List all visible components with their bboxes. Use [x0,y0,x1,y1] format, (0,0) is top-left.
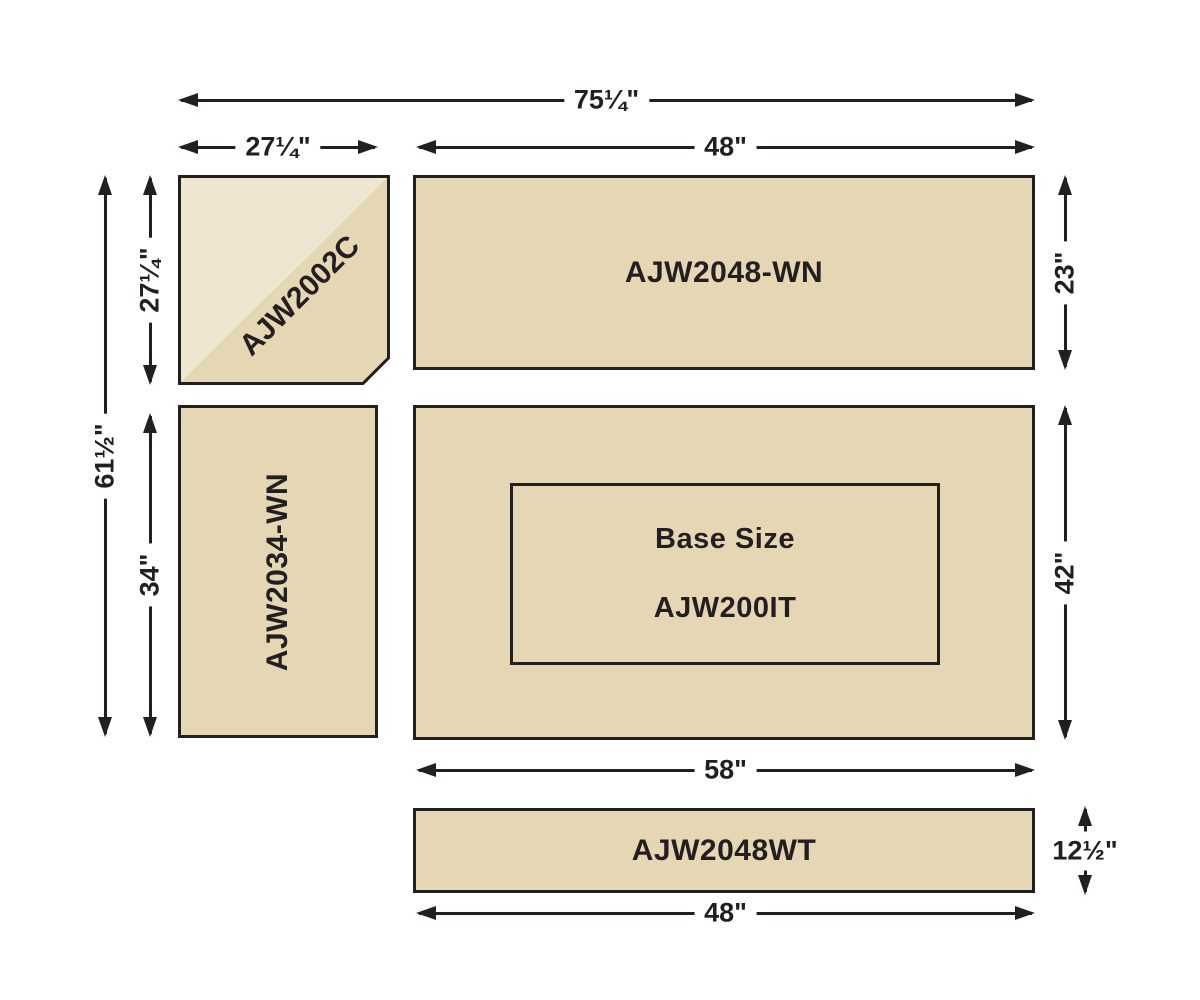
arrowhead-right-icon [1015,763,1035,777]
dimension-label: 48" [694,130,757,164]
left-panel-label: AJW2034-WN [261,472,294,671]
base-panel-shape: Base Size AJW200IT [413,405,1035,740]
arrowhead-up-icon [143,175,157,195]
arrowhead-down-icon [143,365,157,385]
top-panel-label: AJW2048-WN [624,255,824,289]
top-panel-shape: AJW2048-WN [413,175,1035,370]
arrowhead-left-icon [178,93,198,107]
arrowhead-right-icon [1015,140,1035,154]
dimension-label: 42" [1048,541,1082,604]
arrowhead-up-icon [143,413,157,433]
dimension-label: 48" [694,896,757,930]
arrowhead-down-icon [1058,350,1072,370]
corner-piece-shape: AJW2002C [178,175,390,385]
arrowhead-up-icon [1058,405,1072,425]
arrowhead-left-icon [416,140,436,154]
dimension-label: 27¼" [133,237,167,323]
arrowhead-up-icon [1078,806,1092,826]
dim-bottom-height: 12½" [1048,806,1122,895]
dim-corner-height: 27¼" [133,175,167,385]
dimension-label: 27¼" [235,130,321,164]
arrowhead-right-icon [1015,906,1035,920]
arrowhead-up-icon [1058,175,1072,195]
dimension-label: 23" [1048,241,1082,304]
arrowhead-right-icon [1015,93,1035,107]
arrowhead-right-icon [358,140,378,154]
arrowhead-left-icon [416,763,436,777]
dim-base-height: 42" [1048,405,1082,740]
arrowhead-left-icon [178,140,198,154]
dim-bottom-width: 48" [416,896,1035,930]
bottom-panel-shape: AJW2048WT [413,808,1035,893]
dim-top-width: 48" [416,130,1035,164]
dimension-label: 34" [133,543,167,607]
base-size-title: Base Size [655,522,795,555]
arrowhead-left-icon [416,906,436,920]
dimension-label: 75¼" [563,83,650,117]
dim-left-height: 34" [133,413,167,737]
left-panel-shape: AJW2034-WN [178,405,378,738]
corner-piece-outline-icon [178,175,390,385]
arrowhead-down-icon [1078,875,1092,895]
dim-total-width: 75¼" [178,83,1035,117]
dimension-label: 58" [694,753,757,787]
arrowhead-down-icon [98,717,112,737]
base-size-box: Base Size AJW200IT [510,483,940,665]
arrowhead-down-icon [1058,720,1072,740]
dim-top-height: 23" [1048,175,1082,370]
bottom-panel-label: AJW2048WT [631,833,817,867]
dimension-label: 12½" [1048,831,1122,870]
dim-base-width: 58" [416,753,1035,787]
dimension-label: 61½" [88,413,122,499]
dim-corner-width: 27¼" [178,130,378,164]
arrowhead-down-icon [143,717,157,737]
dim-total-height: 61½" [88,175,122,737]
arrowhead-up-icon [98,175,112,195]
base-size-model: AJW200IT [653,592,797,625]
